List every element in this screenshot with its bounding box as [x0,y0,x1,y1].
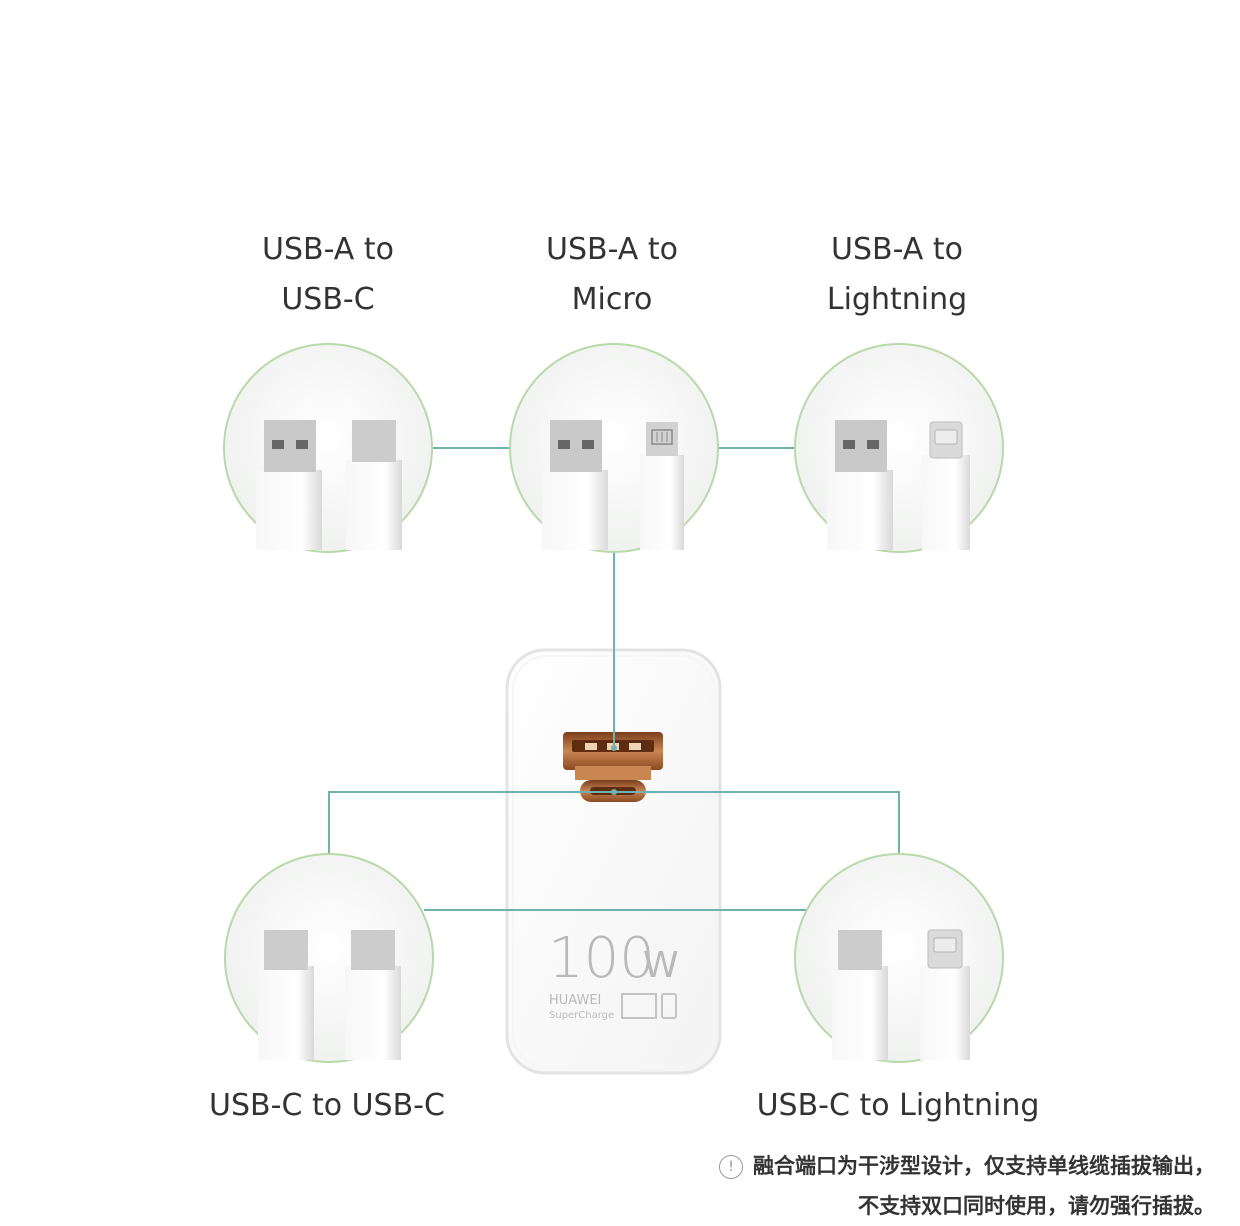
phone-icon [661,993,677,1019]
label-usb-a-to-micro: USB-A to Micro [512,225,712,325]
info-icon: ! [719,1155,743,1179]
charger-wattage: 100 [548,926,655,991]
label-usb-c-to-lightning: USB-C to Lightning [738,1086,1058,1126]
cable-usb-a-to-lightning [794,343,1004,553]
charger-brand: HUAWEI [549,993,601,1008]
label-line-2: USB-C [281,282,375,317]
label-line-2: Lightning [826,282,968,317]
label-usb-a-to-lightning: USB-A to Lightning [797,225,997,325]
label-line-1: USB-A to [831,232,963,267]
cable-usb-c-to-usb-c [224,853,434,1063]
notice-line-1: ! 融合端口为干涉型设计，仅支持单线缆插拔输出， [595,1146,1215,1186]
laptop-icon [621,993,657,1019]
notice: ! 融合端口为干涉型设计，仅支持单线缆插拔输出， 不支持双口同时使用，请勿强行插拔… [595,1146,1215,1226]
label-usb-a-to-usb-c: USB-A to USB-C [228,225,428,325]
charger-unit: W [643,945,679,986]
notice-line-2: 不支持双口同时使用，请勿强行插拔。 [858,1194,1215,1218]
cable-usb-a-to-usb-c [223,343,433,553]
label-line-1: USB-A to [546,232,678,267]
cable-usb-a-to-micro [509,343,719,553]
notice-text-1: 融合端口为干涉型设计，仅支持单线缆插拔输出， [753,1154,1215,1178]
label-usb-c-to-usb-c: USB-C to USB-C [177,1086,477,1126]
label-line-1: USB-A to [262,232,394,267]
charger-subbrand: SuperCharge [549,1010,614,1021]
cable-usb-c-to-lightning [794,853,1004,1063]
label-line-2: Micro [571,282,653,317]
label-text: USB-C to Lightning [756,1088,1040,1123]
label-text: USB-C to USB-C [209,1088,445,1123]
